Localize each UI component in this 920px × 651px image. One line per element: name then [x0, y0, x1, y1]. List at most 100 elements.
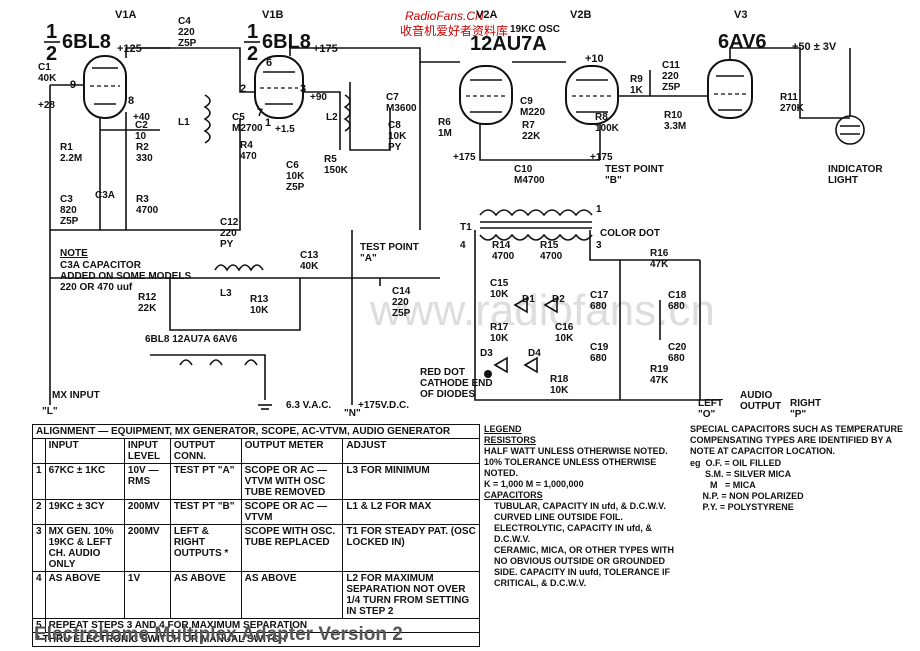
svg-text:V1A: V1A [115, 9, 136, 21]
svg-text:6BL8 12AU7A 6AV6: 6BL8 12AU7A 6AV6 [145, 334, 238, 345]
svg-text:+90: +90 [310, 92, 327, 103]
svg-text:MX INPUT: MX INPUT [52, 390, 100, 401]
svg-text:"N": "N" [344, 408, 361, 419]
svg-text:R12.2M: R12.2M [60, 142, 82, 164]
svg-text:19KC OSC: 19KC OSC [510, 24, 560, 35]
svg-text:1: 1 [46, 21, 57, 43]
legend-title: LEGEND [484, 424, 522, 434]
col-conn: OUTPUT CONN. [169, 438, 242, 464]
svg-text:+28: +28 [38, 100, 55, 111]
svg-text:"L": "L" [42, 406, 58, 417]
svg-text:D2: D2 [552, 294, 565, 305]
svg-text:1: 1 [596, 204, 602, 215]
col-meter: OUTPUT METER [240, 438, 344, 464]
special-capacitors-note: SPECIAL CAPACITORS SUCH AS TEMPERATURE C… [690, 424, 904, 456]
special-capacitor-codes: eg O.F. = OIL FILLED S.M. = SILVER MICA … [690, 458, 804, 512]
svg-text:1: 1 [247, 21, 258, 43]
top-watermark: RadioFans.CN [405, 9, 484, 23]
svg-text:+50 ± 3V: +50 ± 3V [792, 41, 837, 53]
tube-v1b: V1B 1 2 6BL8 +175 6 2 3 7 1 [240, 9, 338, 129]
svg-text:6BL8: 6BL8 [262, 31, 311, 53]
svg-text:L2: L2 [326, 112, 338, 123]
legend-cap-tubular: TUBULAR, CAPACITY IN ufd, & D.C.W.V. CUR… [494, 501, 666, 522]
table-title: ALIGNMENT — EQUIPMENT, MX GENERATOR, SCO… [32, 424, 480, 439]
svg-text:6BL8: 6BL8 [62, 31, 111, 53]
legend-capacitors-heading: CAPACITORS [484, 490, 543, 500]
transformer-t1 [479, 209, 593, 241]
svg-text:2: 2 [240, 83, 246, 95]
svg-text:+125: +125 [117, 43, 142, 55]
wiring [49, 47, 851, 405]
svg-text:3: 3 [596, 240, 602, 251]
legend-resistors-heading: RESISTORS [484, 435, 536, 445]
table-footnote: * THRU ELECTRONIC SWITCH OR MANUAL SWITC… [32, 632, 480, 647]
tube-v2: V2A V2B 19KC OSC 12AU7A +10 [459, 9, 619, 125]
svg-text:D3: D3 [480, 348, 493, 359]
heater-circuit [49, 359, 272, 410]
svg-text:TEST POINT"B": TEST POINT"B" [605, 164, 664, 186]
svg-text:V2B: V2B [570, 9, 591, 21]
svg-text:NOTE: NOTE [60, 248, 88, 259]
svg-text:2: 2 [46, 43, 57, 65]
svg-text:V3: V3 [734, 9, 747, 21]
svg-text:RIGHT"P": RIGHT"P" [790, 398, 821, 420]
svg-text:L3: L3 [220, 288, 232, 299]
svg-text:7: 7 [257, 107, 263, 119]
legend-cap-ceramic: CERAMIC, MICA, OR OTHER TYPES WITH NO OB… [494, 545, 674, 588]
svg-text:L1: L1 [178, 117, 190, 128]
document-title: Electrohome Multiplex Adapter Version 2 [34, 624, 403, 645]
col-adjust: ADJUST [342, 438, 480, 464]
svg-text:+175: +175 [453, 152, 476, 163]
svg-text:6: 6 [266, 57, 272, 69]
diodes [484, 296, 558, 378]
legend: LEGEND RESISTORS HALF WATT UNLESS OTHERW… [484, 424, 684, 589]
tube-v1a: V1A 1 2 6BL8 +125 9 8 [44, 9, 142, 119]
svg-text:V1B: V1B [262, 9, 283, 21]
alignment-table: ALIGNMENT — EQUIPMENT, MX GENERATOR, SCO… [32, 424, 481, 647]
svg-text:+10: +10 [585, 53, 604, 65]
svg-text:+1.5: +1.5 [275, 124, 295, 135]
svg-text:T1: T1 [460, 222, 472, 233]
svg-text:D1: D1 [522, 294, 535, 305]
svg-text:+175: +175 [590, 152, 613, 163]
svg-text:+40: +40 [133, 112, 150, 123]
svg-text:6.3 V.A.C.: 6.3 V.A.C. [286, 400, 331, 411]
svg-text:D4: D4 [528, 348, 541, 359]
svg-text:3: 3 [300, 83, 306, 95]
svg-text:V2A: V2A [476, 9, 497, 21]
